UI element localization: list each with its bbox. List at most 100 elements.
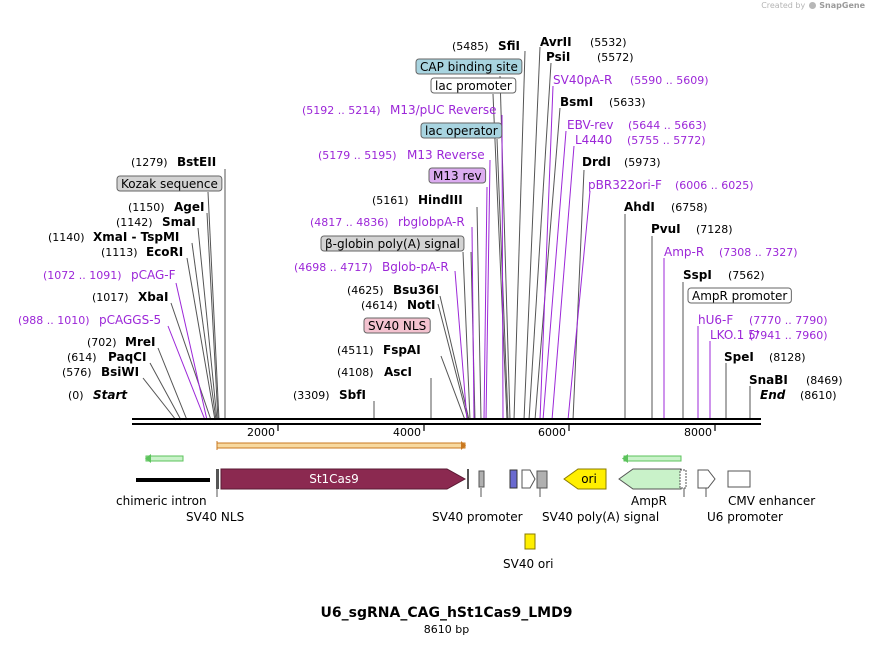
snapgene-logo-icon — [808, 2, 816, 9]
site-position: (8128) — [769, 351, 806, 364]
feature-box-label: CAP binding site — [420, 60, 518, 74]
orf-arrows — [145, 454, 682, 463]
primer-label: LKO.1 5' — [710, 328, 759, 342]
feature-box — [430, 77, 517, 94]
site-position: (5755 .. 5772) — [627, 134, 706, 147]
site-position: (7128) — [696, 223, 733, 236]
feature-box-label: AmpR promoter — [692, 289, 787, 303]
site-position: (5644 .. 5663) — [628, 119, 707, 132]
primer-label: Bglob-pA-R — [382, 260, 449, 274]
feature-track: St1Cas9 ori — [136, 468, 751, 550]
sv40-ori-feature — [524, 533, 536, 550]
u6-promoter-feature — [697, 469, 716, 489]
site-position: (4614) — [361, 299, 398, 312]
site-position: (576) — [62, 366, 92, 379]
site-position: (8610) — [800, 389, 837, 402]
feature-label: AmpR — [631, 494, 667, 508]
feature-box — [116, 175, 223, 192]
site-label: AscI — [384, 365, 412, 379]
feature-box-label: lac promoter — [435, 79, 512, 93]
credit-prefix: Created by — [761, 1, 806, 10]
site-label: NotI — [407, 298, 436, 312]
site-position: (7308 .. 7327) — [719, 246, 798, 259]
site-label: BsiWI — [101, 365, 139, 379]
sv40-nls-feature — [216, 469, 219, 489]
site-position: (8469) — [806, 374, 843, 387]
site-label: BsmI — [560, 95, 593, 109]
feature-box-label: Kozak sequence — [121, 177, 218, 191]
site-label: BstEII — [177, 155, 216, 169]
primer-label: pCAGGS-5 — [99, 313, 161, 327]
site-label: MreI — [125, 335, 155, 349]
primer-label: M13 Reverse — [407, 148, 485, 162]
site-label: XbaI — [138, 290, 168, 304]
feature-box — [687, 287, 792, 304]
ruler-tick-label: 2000 — [247, 426, 275, 439]
site-label: SfiI — [498, 39, 520, 53]
site-position: (7562) — [728, 269, 765, 282]
site-position: (5485) — [452, 40, 489, 53]
feature-label: chimeric intron — [116, 494, 207, 508]
feature-labels: chimeric intron SV40 NLS SV40 promoter S… — [116, 494, 815, 571]
site-position: (0) — [68, 389, 84, 402]
feature-label-st1cas9: St1Cas9 — [309, 472, 359, 486]
primer-label: pCAG-F — [131, 268, 176, 282]
site-label: EcoRI — [146, 245, 183, 259]
site-position: (988 .. 1010) — [18, 314, 90, 327]
site-position: (702) — [87, 336, 117, 349]
site-label: Bsu36I — [393, 283, 439, 297]
site-label: End — [760, 388, 786, 402]
feature-box — [415, 58, 523, 75]
feature-box — [428, 167, 487, 184]
site-label: Start — [93, 388, 128, 402]
ruler-tick-label: 8000 — [684, 426, 712, 439]
sv40-promoter-feature — [521, 469, 536, 489]
site-labels: SfiI(5485)AvrII(5532)PsiI(5572)CAP bindi… — [18, 35, 843, 402]
ruler-tick-label: 4000 — [393, 426, 421, 439]
plasmid-title: U6_sgRNA_CAG_hSt1Cas9_LMD9 — [320, 605, 573, 621]
site-position: (1142) — [116, 216, 153, 229]
site-position: (1017) — [92, 291, 129, 304]
feature-box-label: M13 rev — [433, 169, 482, 183]
site-position: (4511) — [337, 344, 374, 357]
cmv-enhancer-feature — [727, 470, 751, 488]
site-label: HindIII — [418, 193, 463, 207]
site-label: SpeI — [724, 350, 754, 364]
site-label: DrdI — [582, 155, 611, 169]
feature-box — [320, 235, 465, 252]
site-position: (1279) — [131, 156, 168, 169]
site-label: AgeI — [174, 200, 204, 214]
site-position: (6758) — [671, 201, 708, 214]
site-label: SnaBI — [749, 373, 788, 387]
site-position: (5161) — [372, 194, 409, 207]
site-label: SspI — [683, 268, 712, 282]
site-label: PaqCI — [108, 350, 146, 364]
primer-label: EBV-rev — [567, 118, 613, 132]
primer-label: M13/pUC Reverse — [390, 103, 497, 117]
site-position: (7770 .. 7790) — [749, 314, 828, 327]
st1cas9-feature — [220, 468, 467, 490]
primer-label: pBR322ori-F — [588, 178, 662, 192]
ori-feature — [563, 468, 607, 490]
site-position: (7941 .. 7960) — [749, 329, 828, 342]
primer-label: SV40pA-R — [553, 73, 612, 87]
site-position: (5633) — [609, 96, 646, 109]
site-label: AhdI — [624, 200, 655, 214]
site-position: (5572) — [597, 51, 634, 64]
site-label: FspAI — [383, 343, 421, 357]
site-label: SbfI — [339, 388, 366, 402]
site-label: PsiI — [546, 50, 570, 64]
site-position: (5179 .. 5195) — [318, 149, 397, 162]
feature-box-label: β-globin poly(A) signal — [325, 237, 460, 251]
feature-box — [420, 122, 503, 139]
primer-label: L4440 — [575, 133, 612, 147]
feature-label-ori: ori — [581, 472, 597, 486]
site-position: (4108) — [337, 366, 374, 379]
cds-extent-bar — [216, 441, 466, 450]
sv40-polya-feature — [536, 470, 548, 489]
site-position: (4817 .. 4836) — [310, 216, 389, 229]
feature-label: SV40 promoter — [432, 510, 523, 524]
site-label: AvrII — [540, 35, 572, 49]
site-label: SmaI — [162, 215, 196, 229]
